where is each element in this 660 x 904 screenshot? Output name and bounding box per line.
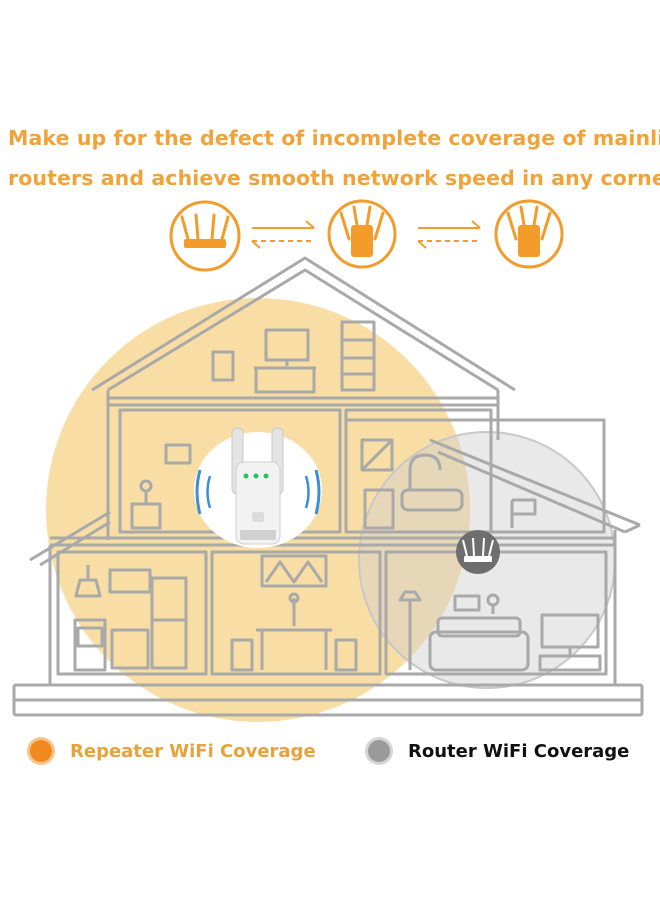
legend-router-label: Router WiFi Coverage (408, 740, 630, 762)
repeater-dot-icon (30, 740, 52, 762)
extender-icon (494, 199, 564, 269)
signal-arrows-icon (417, 220, 481, 249)
headline-line-1: Make up for the defect of incomplete cov… (8, 126, 660, 150)
router-dot-icon (368, 740, 390, 762)
legend-router: Router WiFi Coverage (368, 737, 629, 765)
router-device (456, 530, 500, 574)
legend-repeater: Repeater WiFi Coverage (30, 737, 316, 765)
flow-diagram (169, 199, 564, 272)
legend-repeater-label: Repeater WiFi Coverage (70, 740, 316, 762)
extender-device (194, 427, 322, 548)
house-illustration (12, 256, 644, 722)
router-icon (169, 200, 241, 272)
house-outline (12, 256, 644, 717)
extender-icon (327, 199, 397, 269)
signal-arrows-icon (251, 220, 315, 249)
headline-line-2: routers and achieve smooth network speed… (8, 166, 660, 190)
